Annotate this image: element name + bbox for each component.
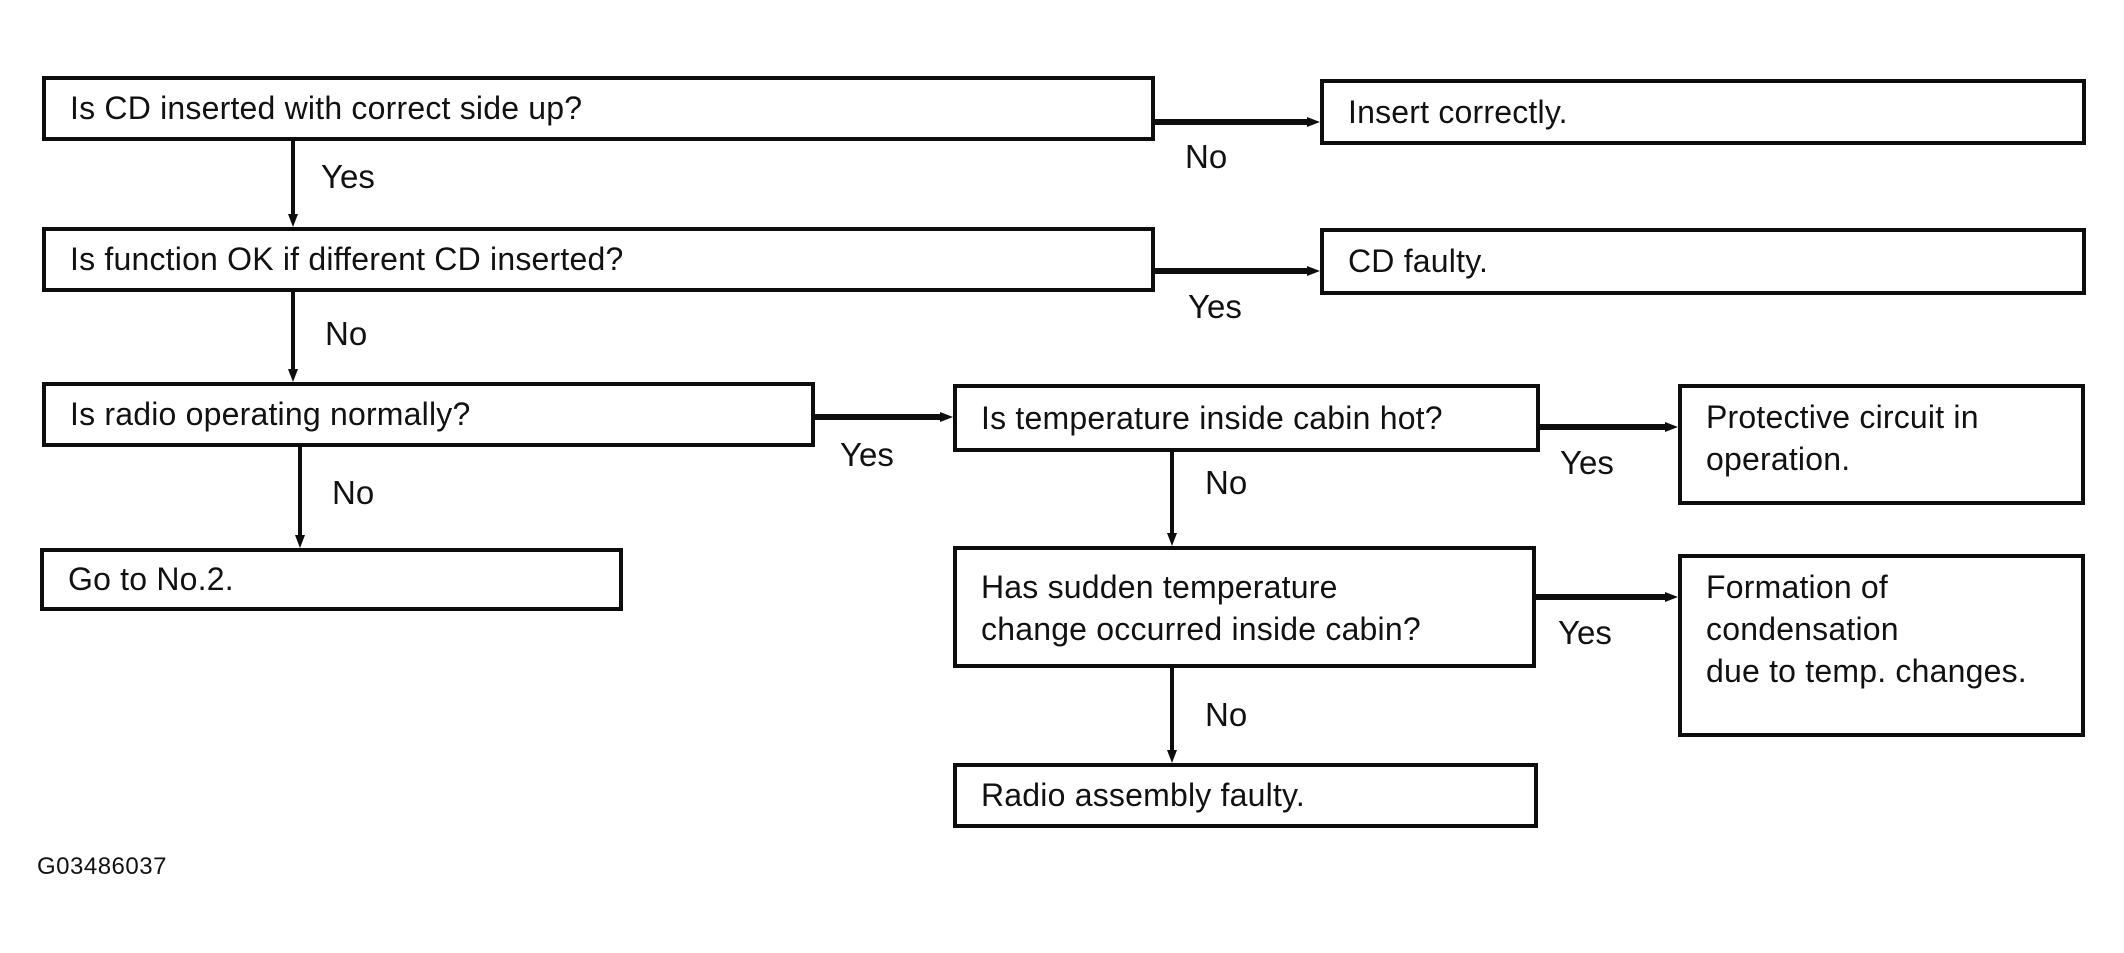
figure-id-code: G03486037 (37, 853, 167, 880)
edge-label-yes-cd-faulty: Yes (1188, 288, 1242, 325)
node-action-cd-faulty: CD faulty. (1320, 228, 2086, 295)
edge-label-no-radio-normal: No (325, 315, 368, 352)
edge-label-yes-condensation: Yes (1558, 614, 1612, 651)
node-question-sudden-temperature-change: Has sudden temperature change occurred i… (953, 546, 1536, 668)
node-action-insert-correctly: Insert correctly. (1320, 79, 2086, 145)
node-action-protective-circuit: Protective circuit in operation. (1678, 384, 2085, 505)
edge-label-yes-protective-circuit: Yes (1560, 444, 1614, 481)
edge-label-no-go-to-no2: No (332, 474, 375, 511)
node-action-condensation-formation: Formation of condensation due to temp. c… (1678, 554, 2085, 737)
edge-label-yes-cabin-hot: Yes (840, 436, 894, 473)
edge-label-no-radio-assembly-faulty: No (1205, 696, 1248, 733)
edge-label-no-insert-correctly: No (1185, 138, 1228, 175)
node-question-different-cd: Is function OK if different CD inserted? (42, 227, 1155, 292)
node-action-go-to-no2: Go to No.2. (40, 548, 623, 611)
edge-label-no-sudden-temp-change: No (1205, 464, 1248, 501)
node-question-radio-operating-normally: Is radio operating normally? (42, 382, 815, 447)
node-question-cd-side-up: Is CD inserted with correct side up? (42, 76, 1155, 141)
node-action-radio-assembly-faulty: Radio assembly faulty. (953, 763, 1538, 828)
node-question-cabin-temperature-hot: Is temperature inside cabin hot? (953, 384, 1540, 452)
edge-label-yes-different-cd: Yes (321, 158, 375, 195)
